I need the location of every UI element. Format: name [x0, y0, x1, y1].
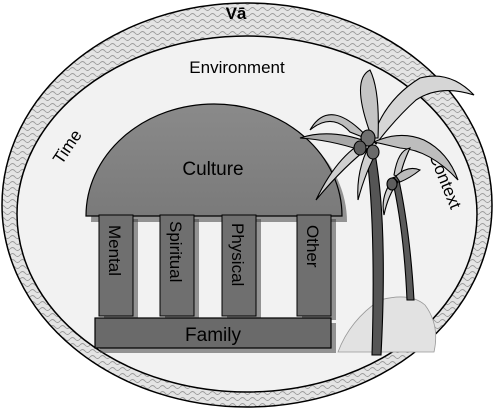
- pillar-spiritual: [159, 214, 195, 317]
- island-mound-icon: [337, 296, 437, 353]
- culture-label: Culture: [182, 159, 243, 180]
- pillar-label-other: Other: [303, 225, 322, 268]
- family-bar: [94, 317, 332, 349]
- culture-dome: [85, 103, 343, 217]
- pillar-physical: [221, 214, 257, 317]
- pillar-label-physical: Physical: [228, 223, 247, 286]
- pillar-label-mental: Mental: [105, 225, 124, 276]
- pillars-group: [98, 214, 336, 320]
- family-label: Family: [185, 325, 241, 346]
- pillar-other: [296, 214, 332, 317]
- pillar-label-spiritual: Spiritual: [166, 221, 185, 282]
- va-title: Vā: [226, 4, 247, 23]
- environment-label: Environment: [189, 58, 285, 77]
- pillar-mental: [98, 214, 134, 317]
- palm-tree-icon: [299, 69, 475, 356]
